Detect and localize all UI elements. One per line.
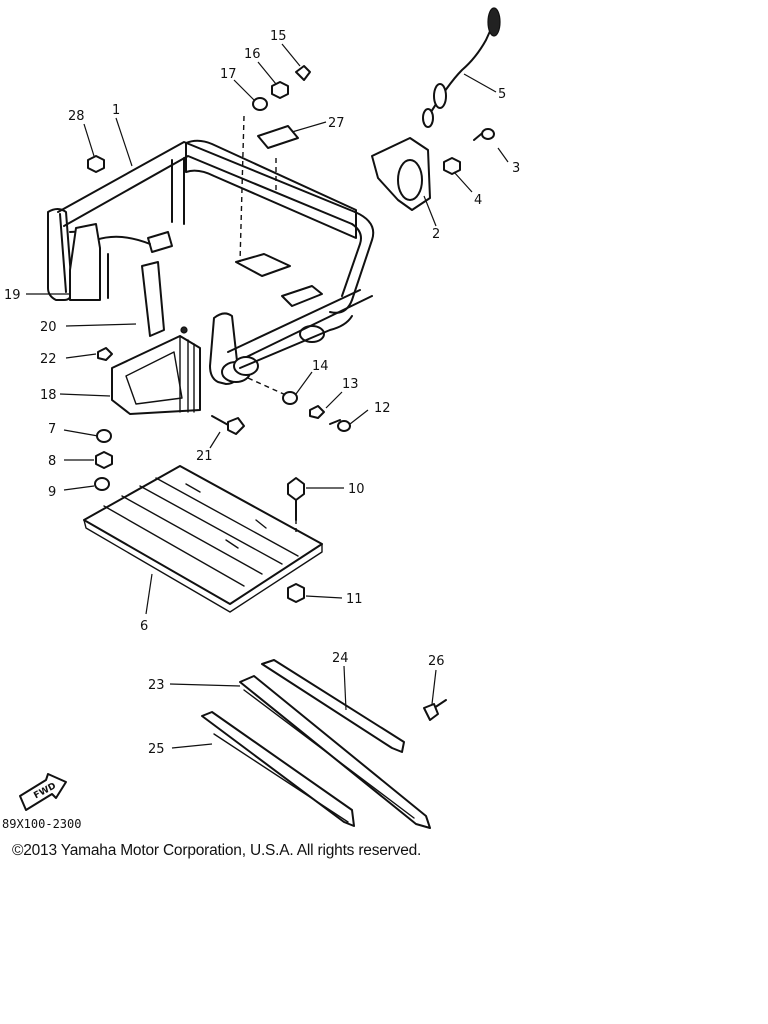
callout-18: 18 — [40, 388, 57, 403]
callout-20: 20 — [40, 320, 57, 335]
callout-19: 19 — [4, 288, 21, 303]
copyright-notice: ©2013 Yamaha Motor Corporation, U.S.A. A… — [12, 842, 422, 859]
assembly-line — [239, 115, 245, 263]
callout-21: 21 — [196, 449, 213, 464]
callout-9: 9 — [48, 485, 56, 500]
callout-14: 14 — [312, 359, 329, 374]
callout-3: 3 — [512, 161, 520, 176]
callout-25: 25 — [148, 742, 165, 757]
callout-16: 16 — [244, 47, 261, 62]
frame-part — [47, 139, 375, 385]
panel-24-part — [261, 659, 405, 753]
latch-assembly-part — [371, 7, 501, 211]
callout-4: 4 — [474, 193, 482, 208]
callout-1: 1 — [112, 103, 120, 118]
diagram-code: 89X100-2300 — [2, 817, 82, 831]
assembly-line — [247, 377, 289, 397]
callout-6: 6 — [140, 619, 148, 634]
leader-lines — [26, 43, 509, 749]
callout-7: 7 — [48, 422, 56, 437]
panel-23-edge — [243, 689, 415, 819]
callout-11: 11 — [346, 592, 363, 607]
floor-plate-part — [83, 465, 323, 613]
callout-8: 8 — [48, 454, 56, 469]
callout-12: 12 — [374, 401, 391, 416]
callout-28: 28 — [68, 109, 85, 124]
callout-24: 24 — [332, 651, 349, 666]
callout-2: 2 — [432, 227, 440, 242]
callout-26: 26 — [428, 654, 445, 669]
callout-5: 5 — [498, 87, 506, 102]
callout-13: 13 — [342, 377, 359, 392]
side-bracket-part — [141, 261, 165, 337]
panel-25-edge — [213, 733, 349, 823]
panel-25-part — [201, 711, 355, 827]
callout-labels: 1 2 3 4 5 6 7 8 9 10 11 12 13 14 15 16 1… — [4, 29, 520, 757]
left-bracket-part — [69, 223, 101, 301]
callout-22: 22 — [40, 352, 57, 367]
panel-23-part — [239, 675, 431, 829]
callout-23: 23 — [148, 678, 165, 693]
callout-27: 27 — [328, 116, 345, 131]
fasteners-part — [87, 65, 447, 721]
callout-17: 17 — [220, 67, 237, 82]
fwd-arrow-icon: FWD — [19, 773, 67, 811]
storage-box-part — [111, 326, 201, 415]
callout-15: 15 — [270, 29, 287, 44]
callout-10: 10 — [348, 482, 365, 497]
